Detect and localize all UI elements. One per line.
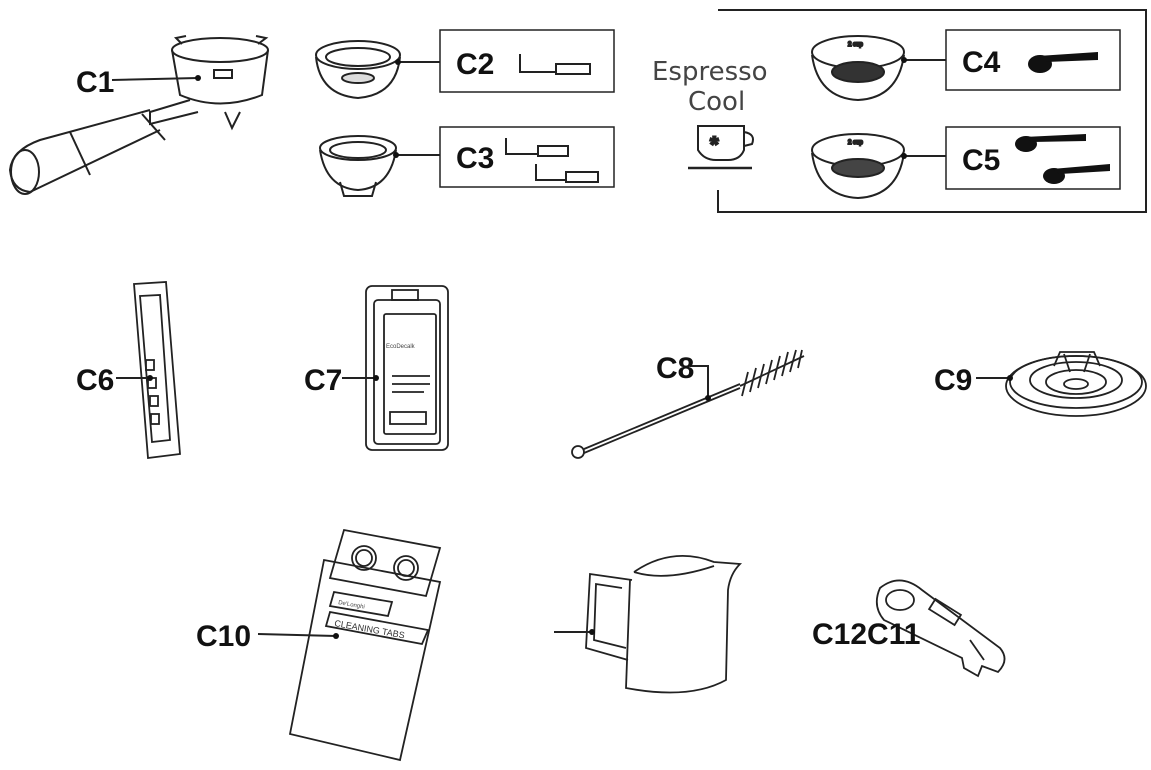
single-scoop-icon bbox=[519, 54, 591, 75]
double-cool-scoop-icon bbox=[1015, 134, 1110, 184]
cleaning-tabs-illustration bbox=[288, 528, 442, 762]
portafilter-illustration bbox=[8, 35, 269, 195]
cleaning-brush-illustration bbox=[571, 349, 805, 459]
single-filter-illustration bbox=[315, 40, 401, 100]
c10-pointer-dot bbox=[333, 633, 339, 639]
milk-jug-illustration bbox=[585, 555, 743, 694]
jug-pointer-dot bbox=[589, 629, 595, 635]
c5-pointer-dot bbox=[901, 153, 907, 159]
c12c11-label: C12C11 bbox=[812, 618, 920, 651]
c2-pointer-dot bbox=[395, 59, 401, 65]
double-scoop-icon bbox=[505, 138, 599, 183]
cool-cup-icon: * bbox=[688, 125, 754, 170]
drip-disc-illustration bbox=[1005, 351, 1147, 417]
c4-box bbox=[945, 29, 1121, 91]
svg-text:2 cup: 2 cup bbox=[848, 42, 863, 48]
c10-label: C10 bbox=[196, 620, 251, 653]
descaler-pack-illustration bbox=[365, 285, 449, 451]
c8-label: C8 bbox=[656, 352, 694, 385]
c3-box bbox=[439, 126, 615, 188]
c2-label: C2 bbox=[456, 48, 494, 81]
c1-label: C1 bbox=[76, 66, 114, 99]
c4-filter-illustration: 2 cup bbox=[811, 35, 905, 102]
c4-label: C4 bbox=[962, 46, 1001, 79]
c8-leader-line bbox=[690, 365, 709, 398]
c5-label: C5 bbox=[962, 144, 1000, 177]
cool-scoop-icon bbox=[1028, 52, 1098, 73]
c7-label: C7 bbox=[304, 364, 342, 397]
svg-text:2 cup: 2 cup bbox=[848, 140, 863, 146]
double-filter-illustration bbox=[319, 135, 397, 197]
espresso-cool-title-line2: Cool bbox=[688, 87, 745, 117]
c3-pointer-dot bbox=[393, 152, 399, 158]
c4-pointer-dot bbox=[901, 57, 907, 63]
c9-pointer-dot bbox=[1007, 375, 1013, 381]
test-strip-illustration bbox=[133, 281, 181, 460]
c5-filter-illustration: 2 cup bbox=[811, 133, 905, 200]
ecodecalk-text: EcoDecalk bbox=[386, 344, 416, 350]
c9-label: C9 bbox=[934, 364, 972, 397]
brand-logo-text: De'Longhi bbox=[338, 600, 365, 611]
c8-pointer-dot bbox=[705, 395, 711, 401]
c2-box bbox=[439, 29, 615, 93]
cleaning-tabs-text: CLEANING TABS bbox=[334, 618, 406, 640]
c6-label: C6 bbox=[76, 364, 114, 397]
tamper-tool-illustration bbox=[875, 579, 1006, 678]
espresso-cool-title-line1: Espresso bbox=[652, 57, 768, 87]
c3-label: C3 bbox=[456, 142, 494, 175]
c6-pointer-dot bbox=[147, 375, 153, 381]
c5-box bbox=[945, 126, 1121, 190]
c1-pointer-dot bbox=[195, 75, 201, 81]
espresso-cool-frame bbox=[717, 9, 1147, 213]
c1-leader-line bbox=[111, 77, 199, 81]
svg-text:*: * bbox=[710, 132, 719, 157]
c7-pointer-dot bbox=[373, 375, 379, 381]
c10-leader-line bbox=[257, 633, 337, 637]
